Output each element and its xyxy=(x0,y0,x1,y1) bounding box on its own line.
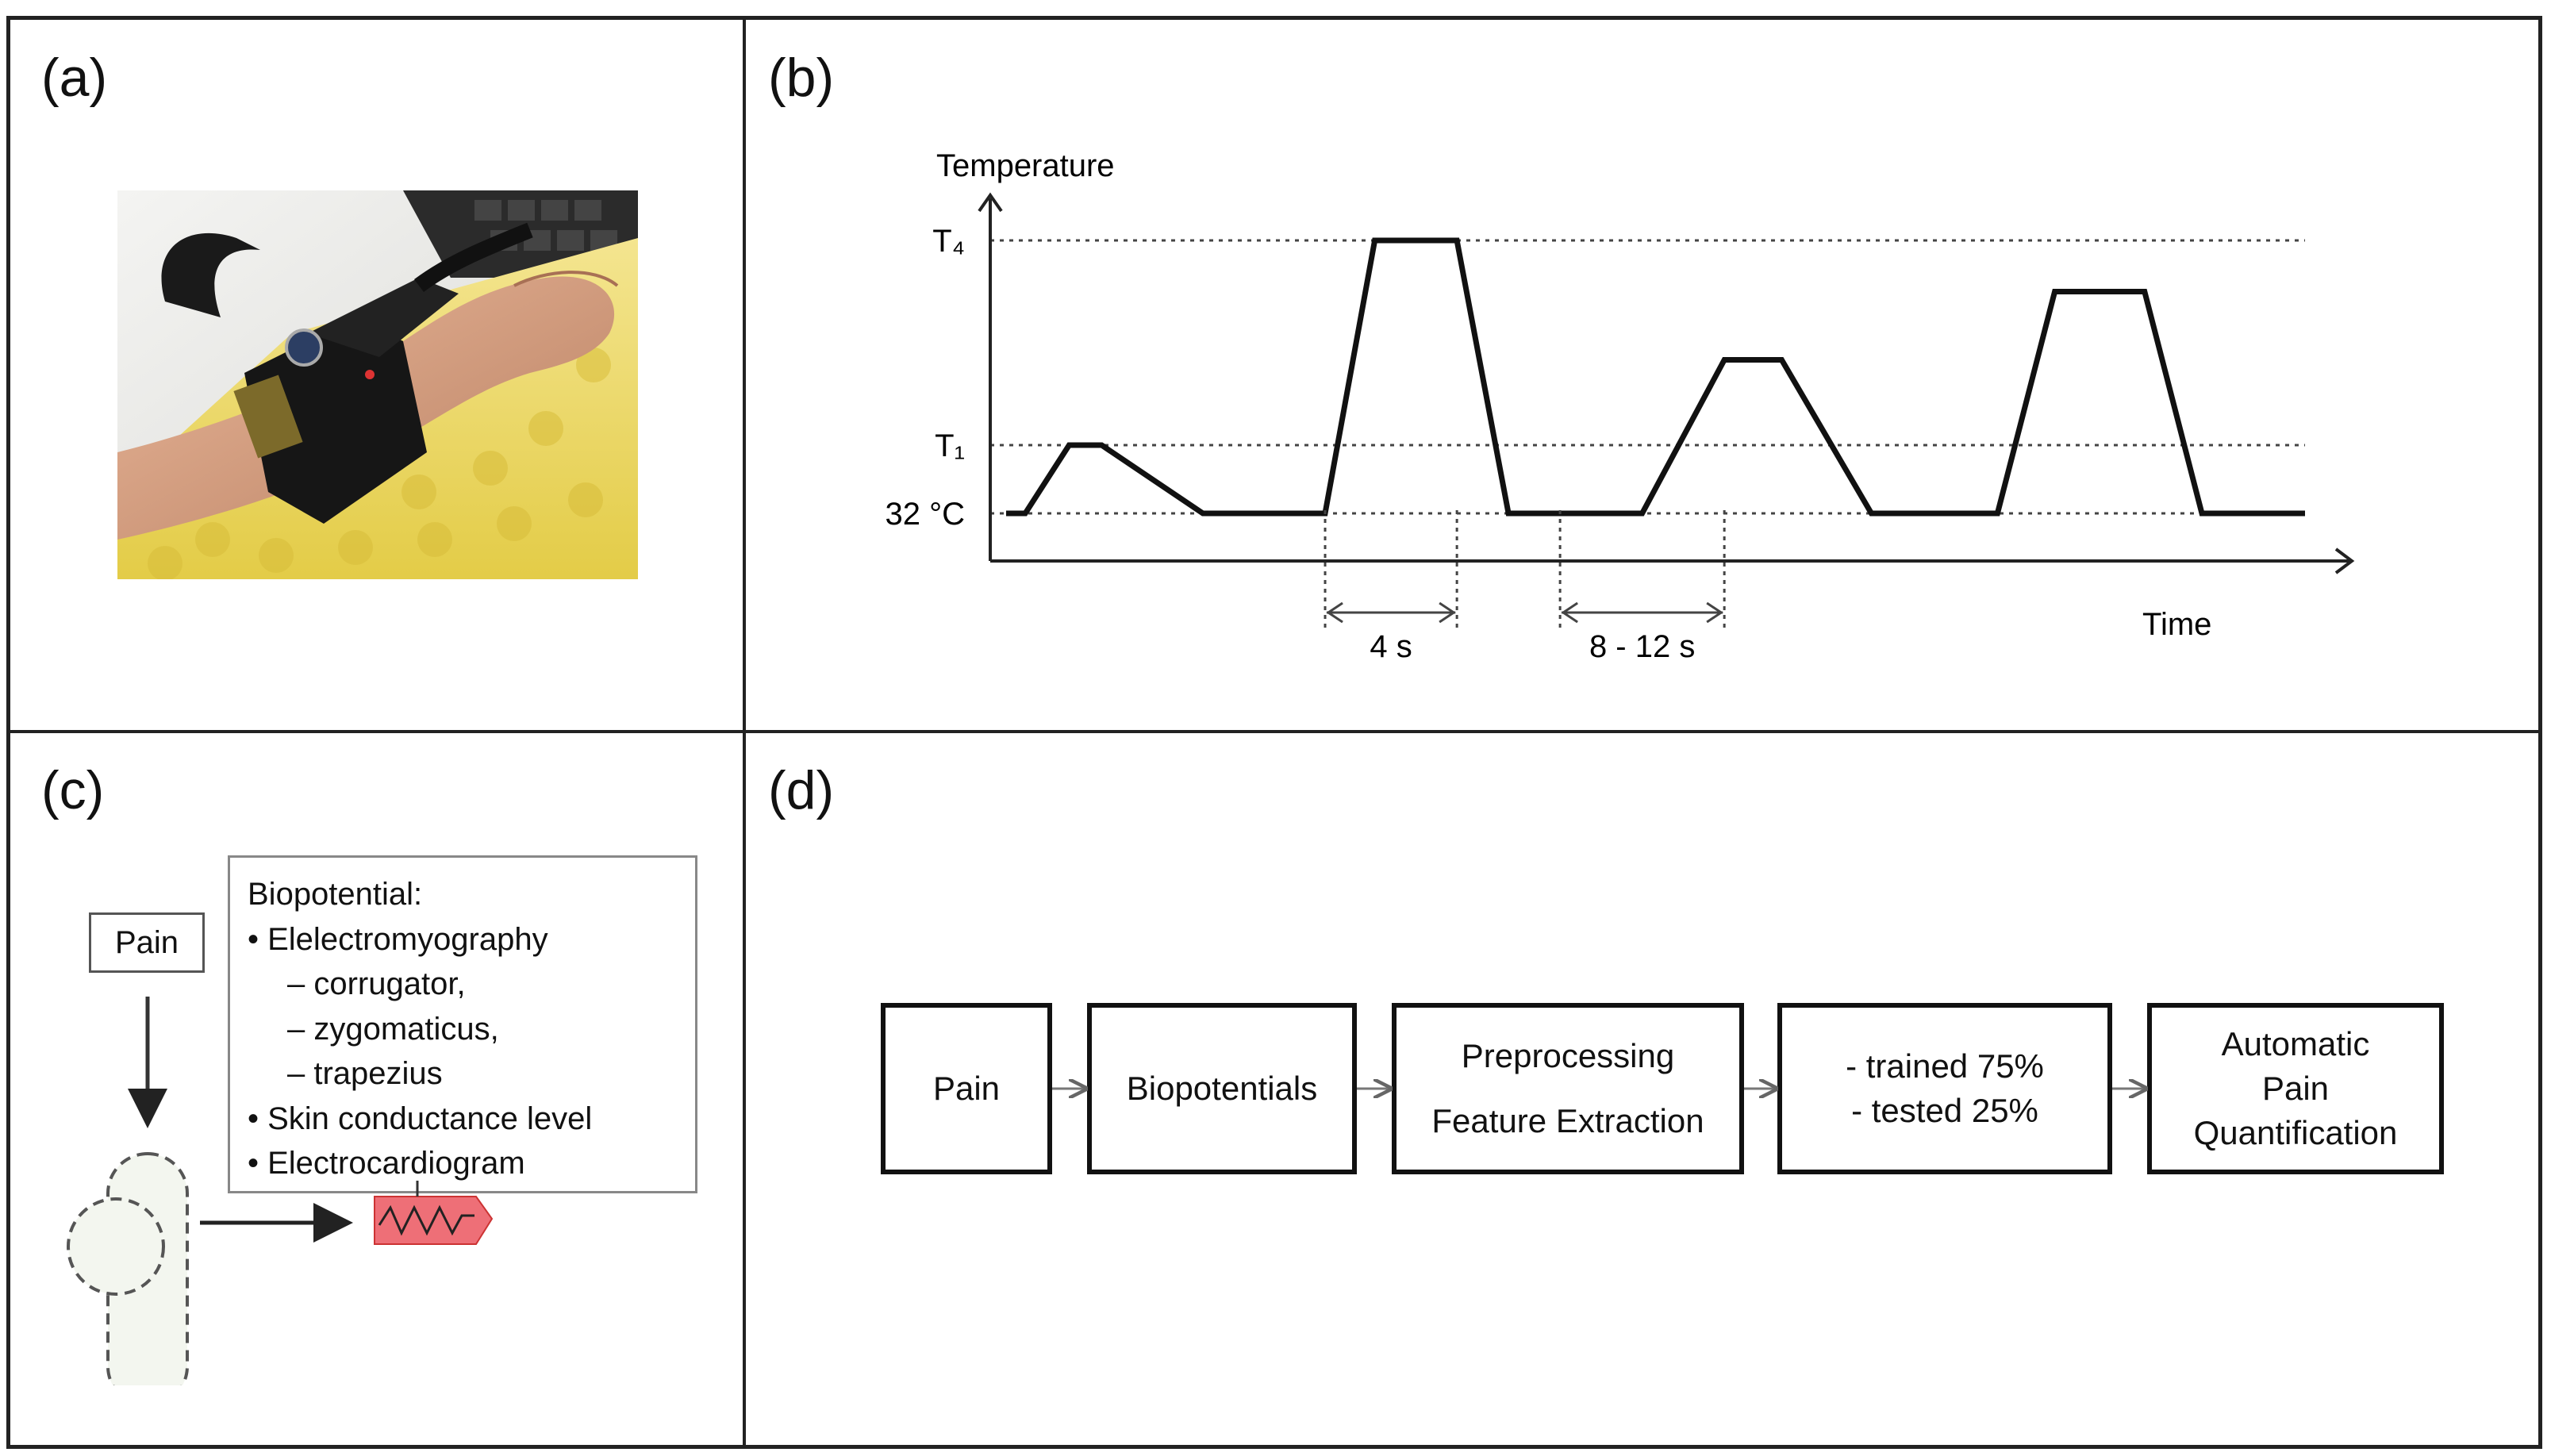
panel-label-c: (c) xyxy=(41,760,105,820)
pain-stimulus-label: Pain xyxy=(114,924,179,960)
panel-label-a: (a) xyxy=(41,48,108,108)
pipeline-step-text: - trained 75% xyxy=(1846,1047,2044,1085)
pipeline-step-text: - tested 25% xyxy=(1851,1092,2038,1129)
pipeline-step-text: Preprocessing xyxy=(1461,1037,1675,1074)
biopotential-title: Biopotential: xyxy=(248,877,423,912)
duration-arrowhead-left xyxy=(1561,601,1578,624)
duration-label: 8 - 12 s xyxy=(1589,629,1695,664)
biopotential-subitem: – trapezius xyxy=(287,1056,443,1091)
biopotential-subitem: – corrugator, xyxy=(287,966,466,1001)
duration-arrowhead-right xyxy=(1439,601,1456,624)
biopotential-subitem: – zygomaticus, xyxy=(287,1011,499,1047)
thermode-photo-image xyxy=(117,190,638,579)
subject-signal-illustration xyxy=(67,997,494,1385)
pipeline-step-text: Feature Extraction xyxy=(1431,1102,1704,1139)
x-axis-title: Time xyxy=(2142,607,2211,642)
y-level-label: 32 °C xyxy=(886,497,966,532)
y-level-label: T₄ xyxy=(932,224,965,259)
chart-annotations xyxy=(1324,510,1726,628)
y-axis-arrowhead xyxy=(978,192,1003,213)
biopotential-list-box: Biopotential: • Elelectromyography – corr… xyxy=(228,855,697,1193)
pipeline-arrows xyxy=(1052,1055,2182,1127)
duration-arrowhead-left xyxy=(1326,601,1343,624)
pipeline-step-text: Pain xyxy=(2261,1070,2330,1107)
biopotential-item: • Elelectromyography xyxy=(248,921,548,957)
pipeline-step-text: Automatic xyxy=(2221,1025,2370,1062)
chart-grid xyxy=(990,239,2305,515)
horizontal-divider xyxy=(6,730,2542,733)
person-outline-icon xyxy=(67,1152,189,1385)
chart-axes xyxy=(978,192,2355,574)
pipeline-step-box: - trained 75% - tested 25% xyxy=(1777,1003,2112,1174)
pain-stimulus-box: Pain xyxy=(89,912,205,973)
biopotential-item: • Electrocardiogram xyxy=(248,1146,525,1181)
pipeline-step-text: Biopotentials xyxy=(1126,1070,1318,1107)
y-axis-title: Temperature xyxy=(936,148,1115,183)
temperature-series-line xyxy=(1006,237,2305,517)
x-axis-arrowhead xyxy=(2334,547,2355,574)
y-level-label: T₁ xyxy=(935,428,965,463)
pipeline-step-text: Quantification xyxy=(2193,1114,2398,1151)
duration-arrowhead-right xyxy=(1706,601,1723,624)
duration-label: 4 s xyxy=(1370,629,1412,664)
panel-label-b: (b) xyxy=(768,48,835,108)
panel-label-d: (d) xyxy=(768,760,835,820)
signal-device-icon xyxy=(374,1181,494,1245)
pipeline-step-box: Pain xyxy=(881,1003,1052,1174)
thermode-photo xyxy=(117,190,638,579)
biopotential-item: • Skin conductance level xyxy=(248,1101,593,1136)
chart-series xyxy=(1006,237,2305,517)
pipeline-step-box: Biopotentials xyxy=(1087,1003,1357,1174)
pipeline-step-text: Pain xyxy=(932,1070,1001,1107)
biopotential-items: • Elelectromyography – corrugator, – zygom… xyxy=(248,917,678,1186)
